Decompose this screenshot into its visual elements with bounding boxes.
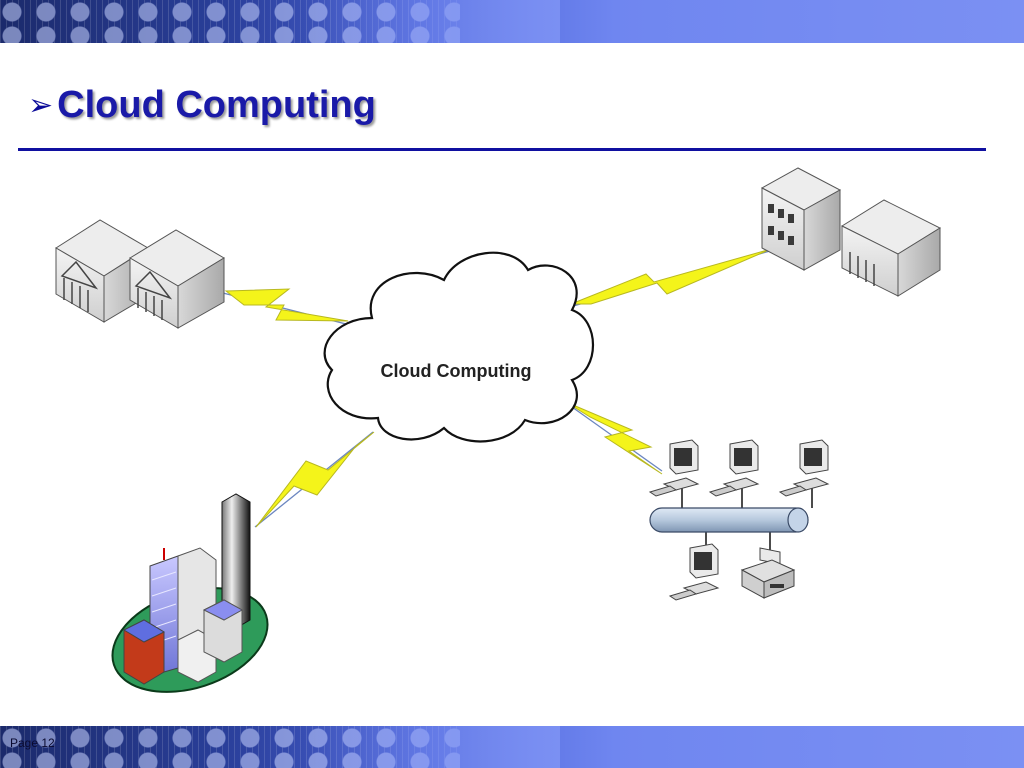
lightning-right-top-icon (570, 248, 772, 305)
lightning-right-bottom-icon (565, 401, 663, 475)
header-band (0, 0, 1024, 43)
lightning-left-top-icon (224, 288, 349, 322)
backbone-pipe-icon (649, 507, 809, 533)
lightning-bolts (224, 248, 772, 528)
computer-icon (778, 439, 830, 497)
slide-title-text: Cloud Computing (57, 84, 376, 126)
bullet-arrow-icon: ➢ (28, 88, 54, 123)
office-network (648, 439, 830, 601)
server-building-icon (55, 219, 149, 323)
lightning-left-bottom-icon (255, 431, 375, 528)
network-drops (681, 486, 813, 552)
office-building-icon (760, 167, 842, 271)
footer-band (0, 726, 1024, 768)
slide-title: ➢ Cloud Computing (28, 84, 376, 127)
page-number: Page 12 (10, 736, 55, 750)
computer-icon (708, 439, 760, 497)
computer-icon (648, 439, 700, 497)
server-building-icon (129, 229, 225, 329)
city-campus (111, 493, 269, 693)
printer-icon (740, 547, 796, 599)
cloud-label: Cloud Computing (381, 361, 532, 381)
title-divider (18, 148, 986, 151)
data-center-left (55, 219, 225, 329)
server-building-icon (840, 199, 942, 297)
data-center-right (760, 167, 942, 297)
computer-icon (668, 543, 720, 601)
cloud-shape: Cloud Computing (323, 251, 594, 443)
